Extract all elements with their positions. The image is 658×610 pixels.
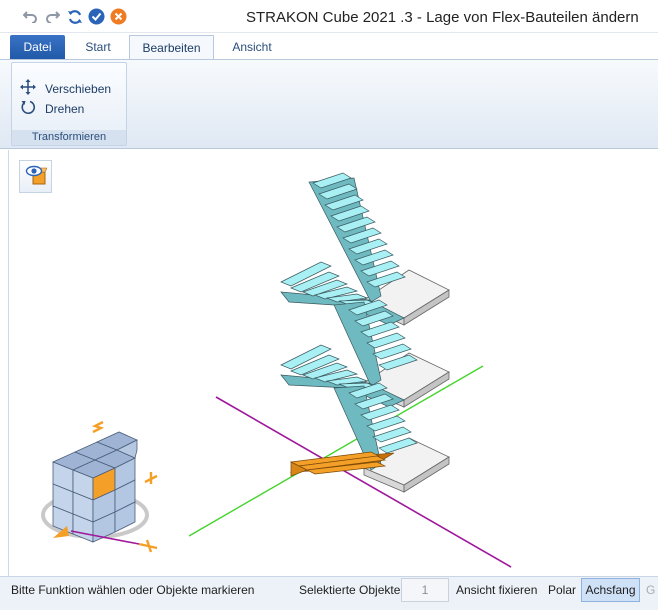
transform-group: Verschieben Drehen Transformieren bbox=[11, 62, 127, 146]
3d-viewport[interactable] bbox=[8, 150, 658, 576]
title-bar: STRAKON Cube 2021 .3 - Lage von Flex-Bau… bbox=[0, 0, 658, 33]
tab-view[interactable]: Ansicht bbox=[232, 40, 272, 54]
rotate-button[interactable]: Drehen bbox=[20, 99, 84, 118]
tab-file[interactable]: Datei bbox=[10, 35, 65, 60]
axis-snap-toggle[interactable]: Achsfang bbox=[581, 578, 640, 602]
window-title: STRAKON Cube 2021 .3 - Lage von Flex-Bau… bbox=[246, 9, 639, 26]
status-bar: Bitte Funktion wählen oder Objekte marki… bbox=[0, 576, 658, 610]
move-icon bbox=[20, 79, 36, 98]
tab-edit[interactable]: Bearbeiten bbox=[129, 35, 214, 60]
group-title: Transformieren bbox=[12, 130, 126, 145]
selected-objects-count: 1 bbox=[401, 578, 449, 602]
refresh-icon[interactable] bbox=[66, 8, 83, 25]
stair-flight-top bbox=[308, 172, 406, 303]
quick-access-toolbar bbox=[22, 8, 127, 25]
nav-axis-x-icon bbox=[138, 539, 158, 553]
nav-origin-arrow-icon bbox=[53, 526, 69, 538]
cancel-icon[interactable] bbox=[110, 8, 127, 25]
stair-flight-middle bbox=[333, 299, 418, 387]
status-message: Bitte Funktion wählen oder Objekte marki… bbox=[11, 583, 255, 597]
landing-lower bbox=[363, 437, 450, 493]
fix-view-toggle[interactable]: Ansicht fixieren bbox=[456, 583, 538, 597]
axis-green bbox=[188, 365, 484, 537]
status-overflow-item[interactable]: G bbox=[646, 583, 656, 597]
ribbon-tabs: Datei Start Bearbeiten Ansicht bbox=[0, 33, 658, 60]
ribbon-panel: Verschieben Drehen Transformieren bbox=[0, 59, 658, 149]
move-label: Verschieben bbox=[45, 81, 112, 96]
stair-selected bbox=[289, 451, 395, 477]
move-button[interactable]: Verschieben bbox=[20, 79, 111, 98]
stair-flight-lower bbox=[333, 382, 418, 471]
confirm-icon[interactable] bbox=[88, 8, 105, 25]
navigation-cube[interactable] bbox=[41, 420, 158, 553]
nav-axis-y-icon bbox=[144, 472, 158, 484]
rotate-label: Drehen bbox=[45, 101, 85, 116]
rotate-icon bbox=[20, 99, 36, 118]
polar-toggle[interactable]: Polar bbox=[548, 583, 577, 597]
axis-magenta bbox=[215, 396, 512, 568]
tab-start[interactable]: Start bbox=[85, 40, 111, 54]
view-visibility-button[interactable] bbox=[19, 160, 52, 193]
undo-icon[interactable] bbox=[22, 8, 39, 25]
nav-axis-z-icon bbox=[91, 420, 105, 434]
scene-canvas bbox=[41, 172, 512, 568]
redo-icon[interactable] bbox=[44, 8, 61, 25]
selected-objects-label: Selektierte Objekte bbox=[299, 583, 401, 597]
